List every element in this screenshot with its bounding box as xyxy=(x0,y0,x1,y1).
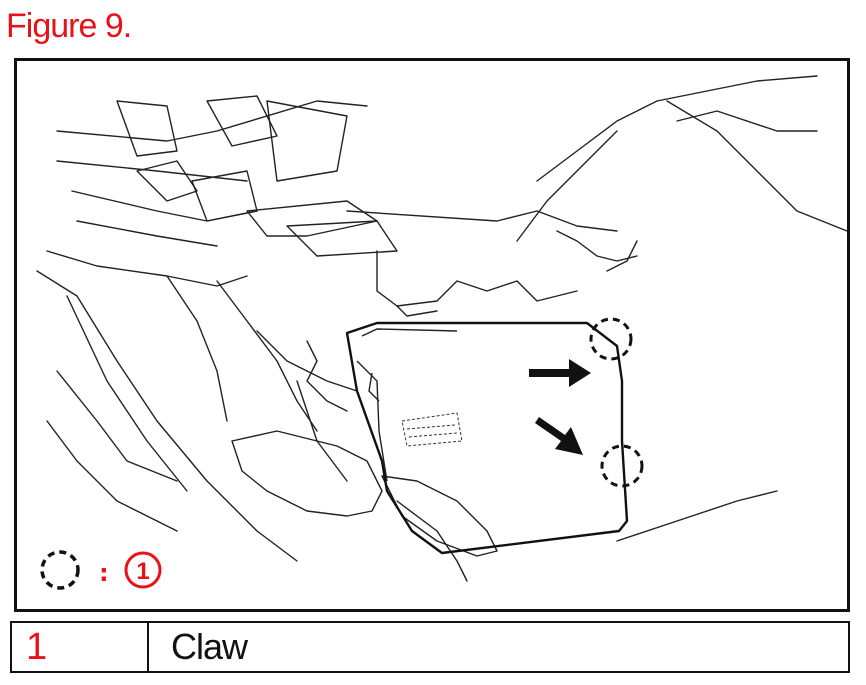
figure-title: Figure 9. xyxy=(6,7,132,45)
legend-table: 1 Claw xyxy=(10,621,850,673)
callout-number: 1 xyxy=(136,558,149,585)
claw-marker-upper xyxy=(589,317,633,361)
push-arrow-upper xyxy=(529,359,591,387)
callout-separator: : xyxy=(99,559,109,587)
push-arrow-lower xyxy=(535,417,583,455)
dashboard-illustration: : 1 xyxy=(36,75,847,590)
illustration-frame: : 1 xyxy=(14,58,850,612)
legend-number: 1 xyxy=(12,623,149,671)
claw-marker-lower xyxy=(600,444,644,488)
legend-label: Claw xyxy=(171,626,248,667)
callout-number-circle-icon xyxy=(124,551,162,589)
callout-dashed-circle-icon xyxy=(40,550,80,590)
panel-label-marks xyxy=(401,412,463,447)
